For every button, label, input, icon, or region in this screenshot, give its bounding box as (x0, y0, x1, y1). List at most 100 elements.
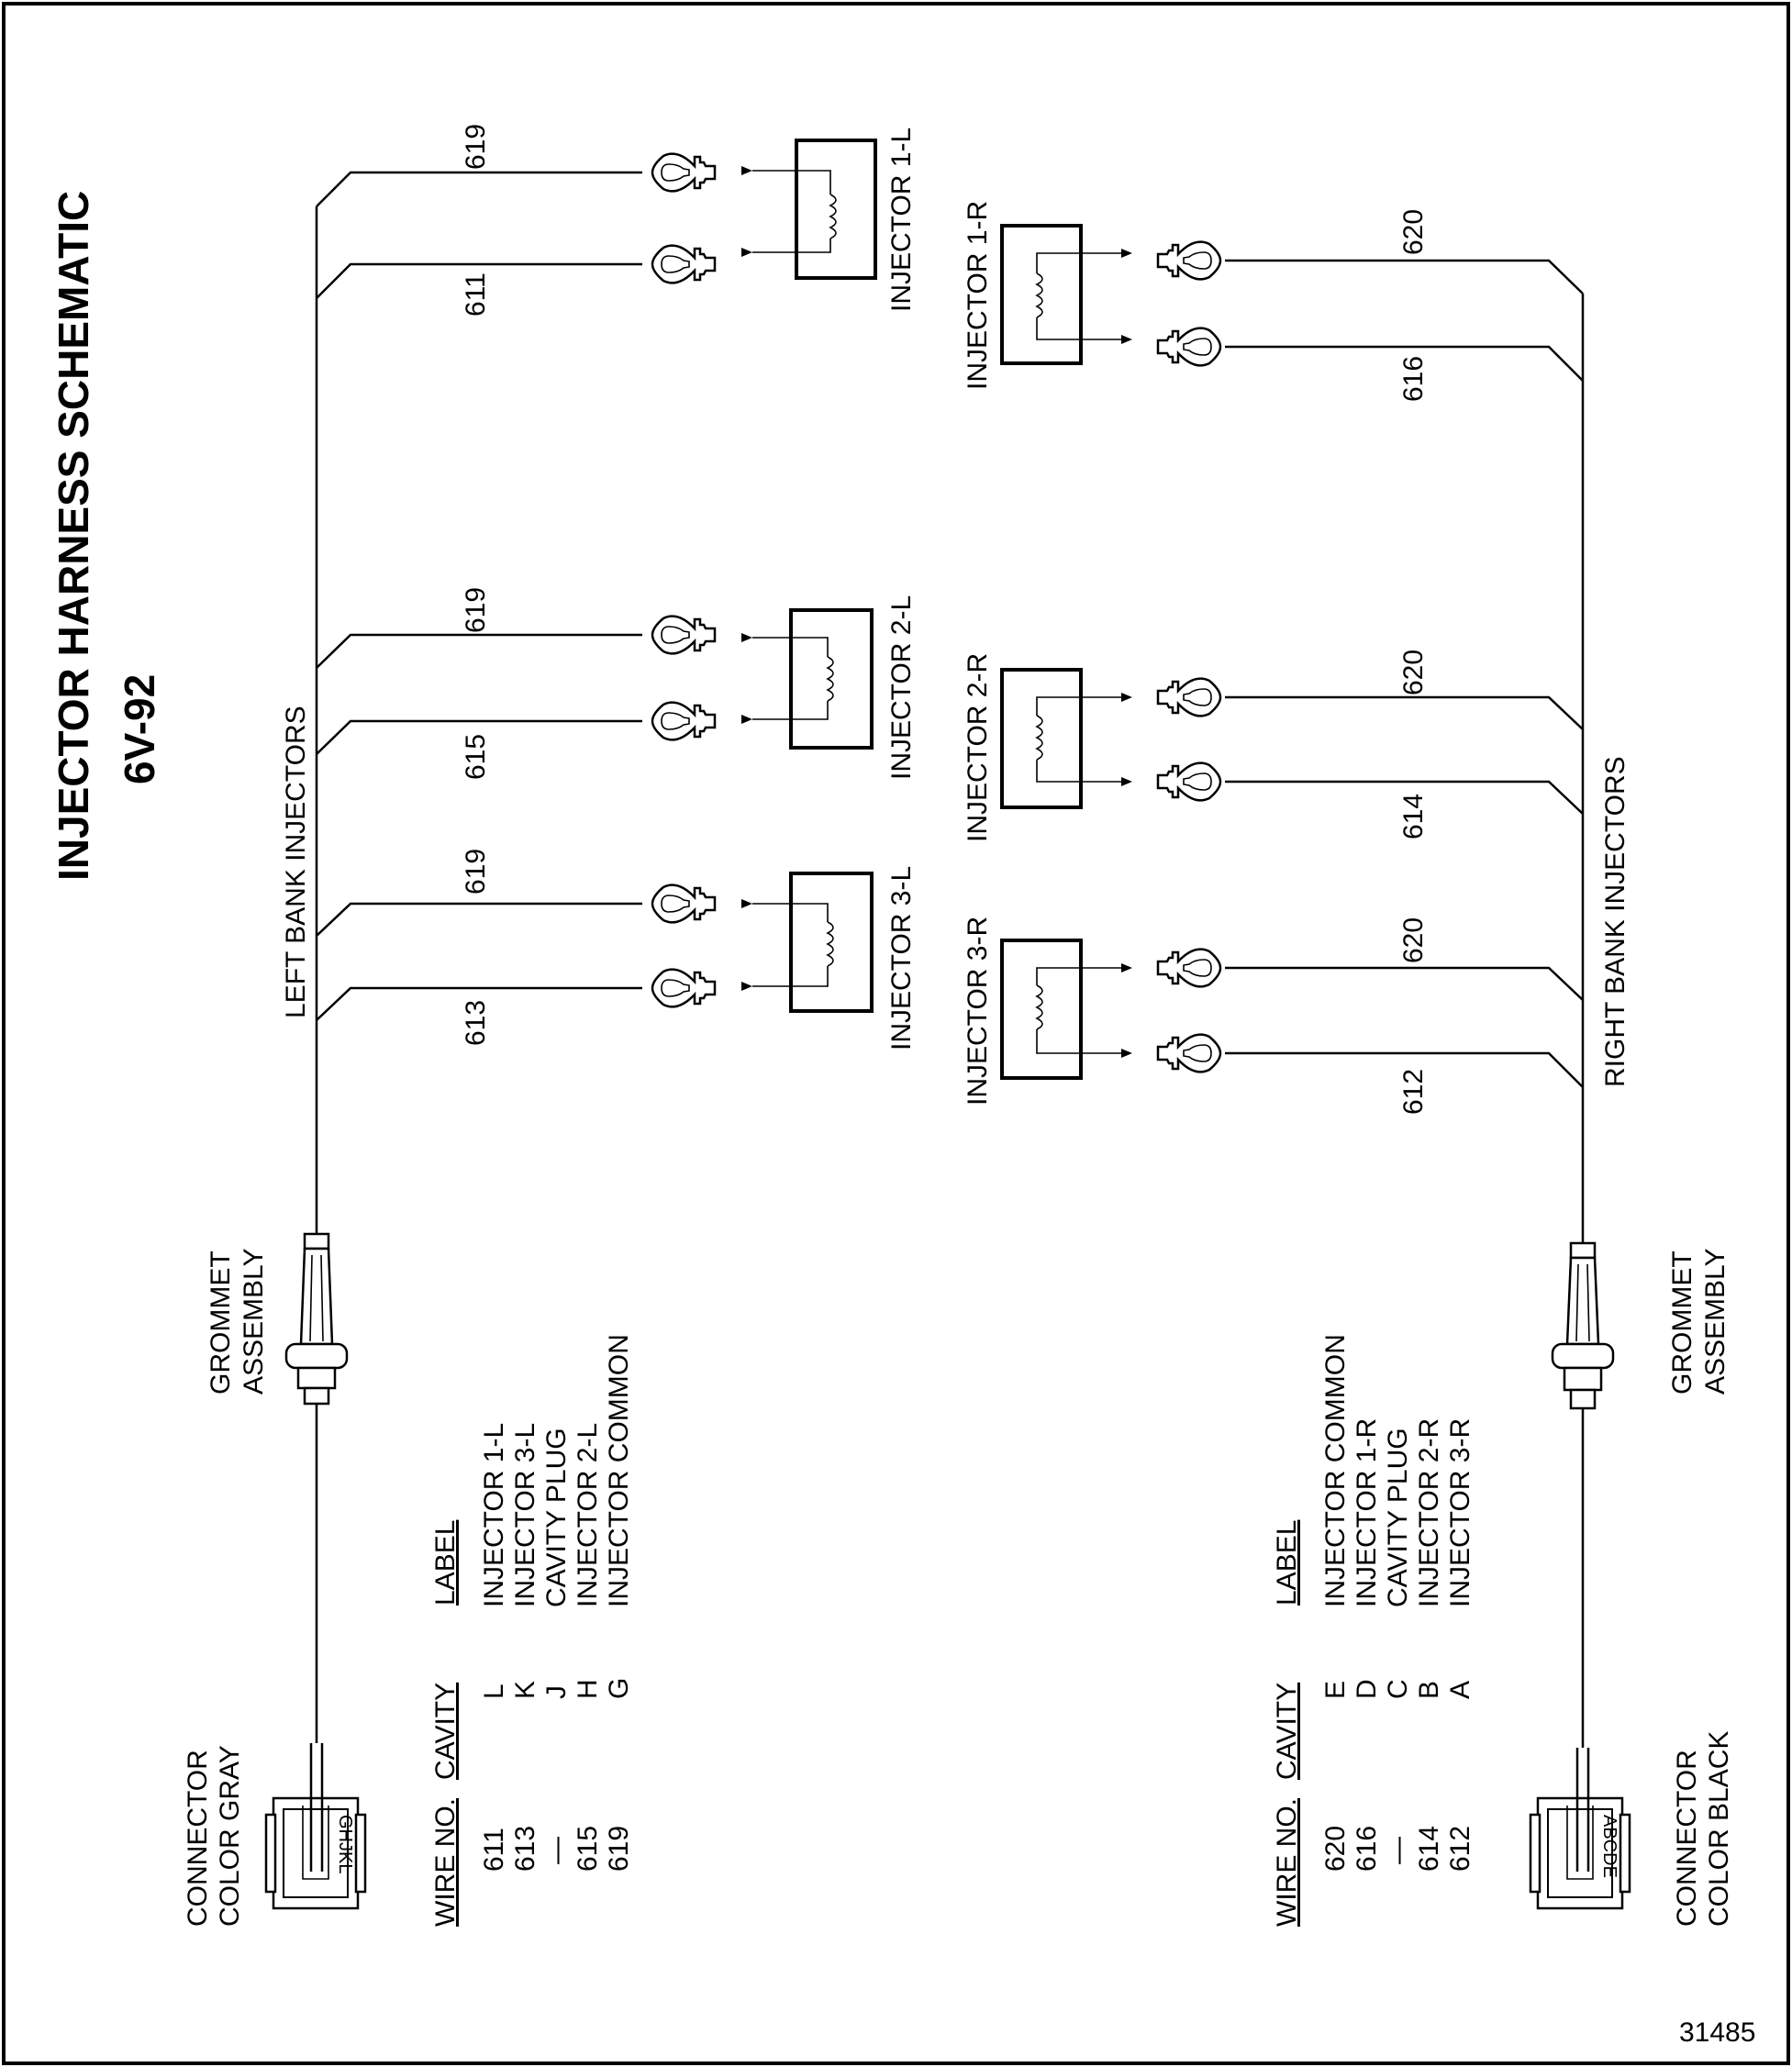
wire-number: 613 (461, 1000, 491, 1046)
injector-2-l-group: 619 615 INJECTOR 2-L (316, 587, 917, 780)
wire-number: 620 (1398, 917, 1429, 963)
table-cell-cavity: L (479, 1684, 509, 1699)
injector-1-l-group: 619 611 INJECTOR 1-L (316, 124, 917, 317)
table-cell-label: CAVITY PLUG (541, 1428, 572, 1607)
injector-label: INJECTOR 1-R (963, 201, 993, 390)
terminal-icon (1156, 761, 1222, 802)
wire-number: 614 (1398, 794, 1429, 839)
terminal-icon (1156, 240, 1222, 281)
terminal-icon (652, 970, 715, 1007)
injector-label: INJECTOR 3-R (963, 917, 993, 1106)
table-cell-cavity: C (1383, 1679, 1413, 1699)
cavity-letters: GHJKL (335, 1815, 355, 1873)
table-cell-cavity: K (510, 1681, 540, 1699)
injector-2-r-group: 620 614 INJECTOR 2-R (963, 650, 1584, 842)
wire-number: 611 (461, 272, 491, 317)
table-cell-cavity: J (541, 1685, 572, 1699)
left-connector: GHJKL CONNECTOR COLOR GRAY (183, 1743, 367, 1927)
injector-label: INJECTOR 2-R (963, 653, 993, 842)
injector-1-r-box (1000, 224, 1083, 365)
wire-number: 615 (461, 734, 491, 780)
table-header-wire: WIRE NO. (1272, 1798, 1302, 1927)
connector-caption: COLOR BLACK (1704, 1731, 1734, 1927)
table-cell-wire: — (1383, 1837, 1413, 1864)
wire-number: 619 (461, 124, 491, 170)
right-connector: ABCDE CONNECTOR COLOR BLACK (1529, 1731, 1734, 1927)
table-cell-cavity: G (604, 1678, 634, 1699)
wire-number: 619 (461, 587, 491, 633)
injector-label: INJECTOR 1-L (886, 128, 917, 312)
table-cell-wire: 612 (1445, 1826, 1475, 1872)
table-cell-wire: 613 (510, 1826, 540, 1872)
connector-caption: CONNECTOR (183, 1750, 213, 1927)
wire-615-2l (316, 719, 642, 755)
cavity-letters: ABCDE (1599, 1815, 1619, 1878)
right-bank-label: RIGHT BANK INJECTORS (1600, 756, 1631, 1087)
terminal-icon (652, 617, 715, 654)
wire-number: 620 (1398, 650, 1429, 695)
injector-3-r-group: 620 612 INJECTOR 3-R (963, 917, 1584, 1115)
diagram-subtitle: 6V-92 (116, 674, 163, 784)
table-cell-wire: — (541, 1837, 572, 1864)
table-cell-cavity: H (573, 1679, 603, 1699)
wire-number: 620 (1398, 209, 1429, 255)
table-cell-label: INJECTOR 1-R (1352, 1418, 1382, 1607)
wire-620-2r (1225, 695, 1584, 730)
table-cell-wire: 620 (1320, 1826, 1351, 1872)
table-header-wire: WIRE NO. (430, 1798, 461, 1927)
table-cell-label: CAVITY PLUG (1383, 1428, 1413, 1607)
injector-3-l-group: 619 613 INJECTOR 3-L (316, 849, 917, 1050)
table-header-cavity: CAVITY (1272, 1683, 1302, 1780)
left-grommet-assembly: GROMMET ASSEMBLY (206, 1232, 349, 1406)
left-bank: LEFT BANK INJECTORS 619 611 INJECTOR 1-L… (183, 124, 917, 1927)
right-grommet-assembly: GROMMET ASSEMBLY (1551, 1241, 1731, 1410)
table-cell-label: INJECTOR 1-L (479, 1423, 509, 1607)
injector-3-r-box (1000, 939, 1083, 1080)
wire-612-3r (1225, 1051, 1584, 1088)
left-bank-label: LEFT BANK INJECTORS (281, 706, 311, 1018)
grommet-label: ASSEMBLY (1700, 1248, 1731, 1395)
wire-number: 619 (461, 849, 491, 895)
connector-caption: COLOR GRAY (215, 1745, 245, 1927)
table-cell-label: INJECTOR 3-R (1445, 1418, 1475, 1607)
table-cell-wire: 615 (573, 1826, 603, 1872)
table-cell-label: INJECTOR COMMON (604, 1334, 634, 1607)
table-header-label: LABEL (1272, 1520, 1302, 1606)
injector-2-l-box (789, 608, 874, 750)
right-wire-table: WIRE NO. CAVITY LABEL 620 616 — 614 612 … (1272, 1334, 1475, 1927)
connector-caption: CONNECTOR (1672, 1750, 1702, 1927)
table-cell-cavity: E (1320, 1681, 1351, 1699)
diagram-title: INJECTOR HARNESS SCHEMATIC (50, 191, 97, 881)
wire-number: 616 (1398, 356, 1429, 402)
wire-619-1l (316, 171, 642, 207)
table-header-label: LABEL (430, 1520, 461, 1606)
table-cell-wire: 611 (479, 1828, 509, 1872)
terminal-icon (1156, 948, 1222, 988)
table-cell-label: INJECTOR 3-L (510, 1423, 540, 1607)
wire-620-3r (1225, 966, 1584, 1001)
wire-614-2r (1225, 780, 1584, 815)
terminal-icon (652, 154, 715, 192)
wire-619-3l (316, 902, 642, 937)
terminal-icon (1156, 677, 1222, 717)
grommet-label: GROMMET (206, 1250, 236, 1395)
table-header-cavity: CAVITY (430, 1683, 461, 1780)
figure-number: 31485 (1679, 2017, 1755, 2048)
table-cell-wire: 619 (604, 1826, 634, 1872)
right-bank: RIGHT BANK INJECTORS 620 616 INJECTOR 1-… (963, 201, 1734, 1927)
left-wire-table: WIRE NO. CAVITY LABEL 611 613 — 615 619 … (430, 1334, 634, 1927)
terminal-icon (652, 885, 715, 923)
injector-2-r-box (1000, 668, 1083, 809)
table-cell-wire: 616 (1352, 1826, 1382, 1872)
terminal-icon (652, 246, 715, 283)
terminal-icon (652, 703, 715, 740)
wire-611-1l (316, 262, 642, 299)
table-cell-cavity: D (1352, 1679, 1382, 1699)
terminal-icon (1156, 1033, 1222, 1073)
wire-613-3l (316, 986, 642, 1021)
table-cell-cavity: B (1414, 1681, 1444, 1699)
table-cell-wire: 614 (1414, 1826, 1444, 1872)
table-cell-label: INJECTOR COMMON (1320, 1334, 1351, 1607)
